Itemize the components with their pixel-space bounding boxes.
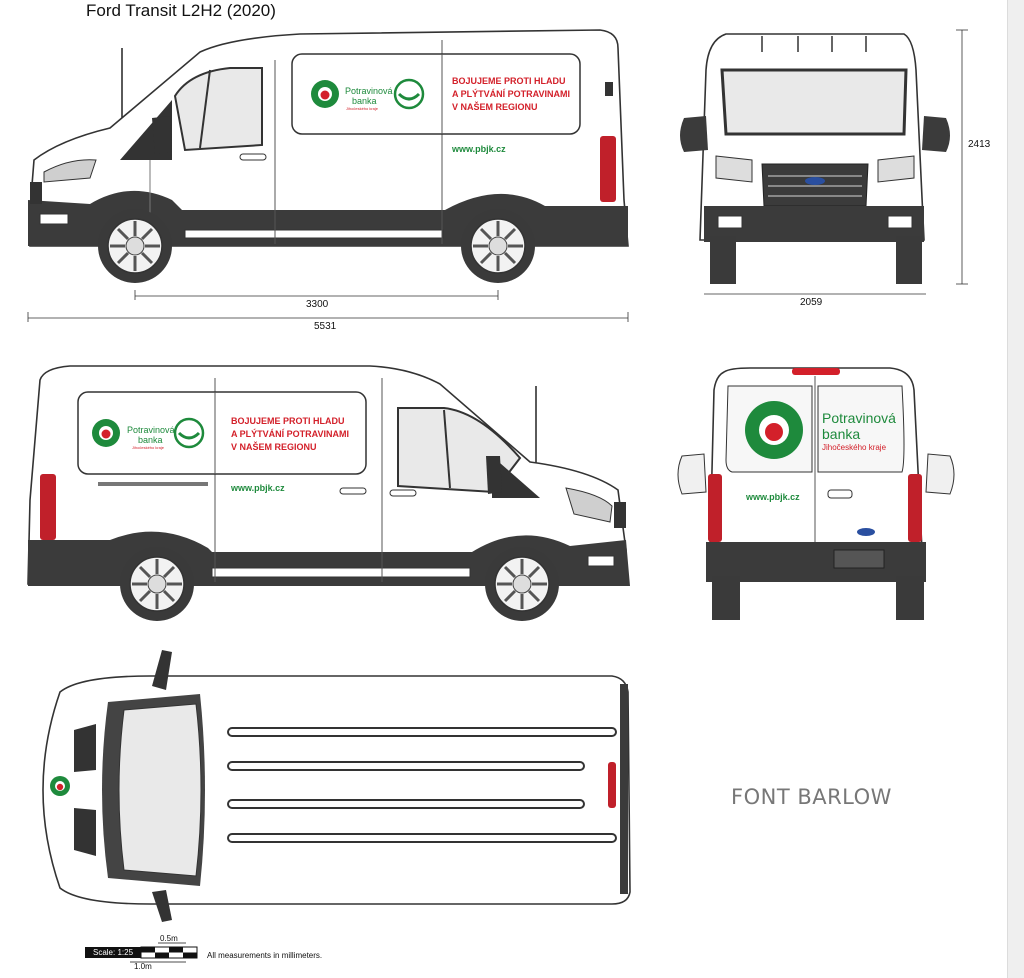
- slogan-line-3: V NAŠEM REGIONU: [452, 102, 538, 112]
- slogan-line-1: BOJUJEME PROTI HLADU: [231, 416, 345, 426]
- width-dimension: 2059: [800, 297, 823, 308]
- slogan-line-1: BOJUJEME PROTI HLADU: [452, 76, 566, 86]
- scale-bar: [130, 942, 198, 963]
- brand-name: Potravinová: [822, 410, 896, 426]
- scale-label: Scale: 1:25: [85, 947, 141, 958]
- dimension-lines-side: [27, 290, 629, 322]
- brand-name-2: banka: [352, 96, 377, 106]
- height-dimension: 2413: [968, 139, 991, 150]
- rear-view: [677, 367, 955, 620]
- font-note: FONT BARLOW: [731, 785, 892, 809]
- one-meter-label: 1.0m: [134, 962, 152, 971]
- top-view: [42, 650, 631, 922]
- brand-name: Potravinová: [345, 86, 393, 96]
- half-meter-label: 0.5m: [160, 934, 178, 943]
- dimension-lines-front: [704, 29, 968, 295]
- length-dimension: 5531: [314, 321, 337, 332]
- page-title: Ford Transit L2H2 (2020): [86, 1, 276, 20]
- brand-name-2: banka: [822, 426, 861, 442]
- slogan-line-2: A PLÝTVÁNÍ POTRAVINAMI: [231, 429, 350, 439]
- website: www.pbjk.cz: [452, 144, 506, 154]
- brand-sub: Jihočeského kraje: [346, 106, 379, 111]
- slogan-line-3: V NAŠEM REGIONU: [231, 442, 317, 452]
- brand-sub: Jihočeského kraje: [132, 445, 165, 450]
- wheelbase-dimension: 3300: [306, 299, 329, 310]
- brand-name: Potravinová: [127, 425, 175, 435]
- measurement-note: All measurements in millimeters.: [207, 951, 323, 960]
- side-view-right: [27, 365, 630, 623]
- brand-name-2: banka: [138, 435, 163, 445]
- front-view: [680, 33, 950, 284]
- brand-sub: Jihočeského kraje: [822, 443, 887, 452]
- side-view-left: [28, 29, 629, 285]
- slogan-line-2: A PLÝTVÁNÍ POTRAVINAMI: [452, 89, 571, 99]
- scrollbar[interactable]: [1007, 0, 1024, 978]
- website: www.pbjk.cz: [231, 483, 285, 493]
- website: www.pbjk.cz: [746, 492, 800, 502]
